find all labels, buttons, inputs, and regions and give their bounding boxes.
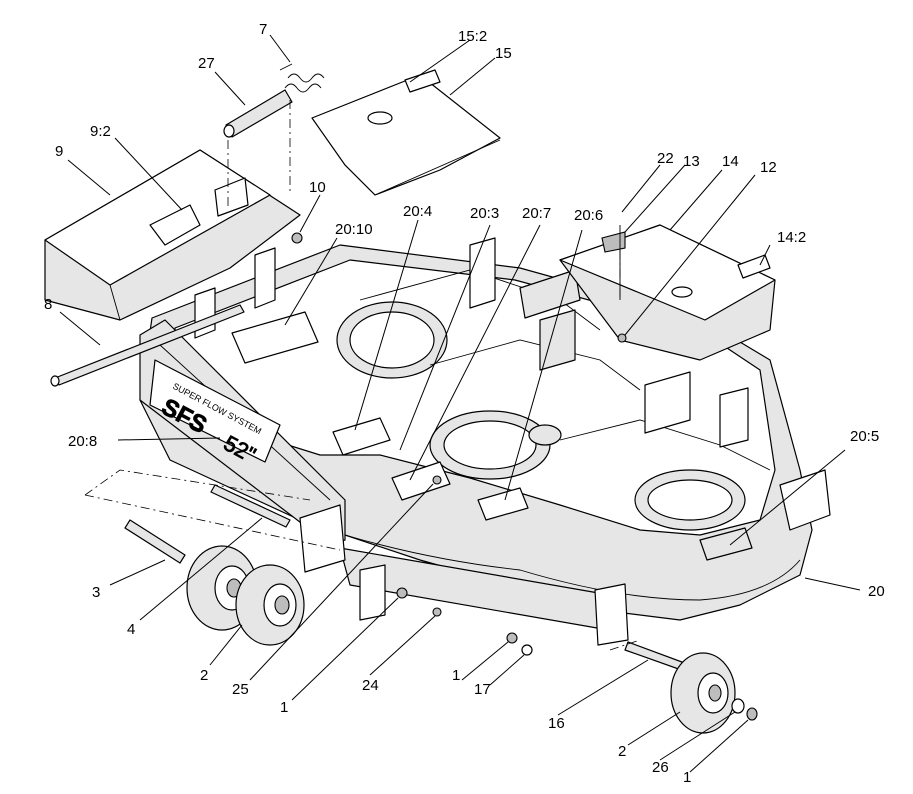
alignment-lines bbox=[84, 100, 641, 651]
callout-27: 27 bbox=[198, 55, 215, 72]
callout-8: 8 bbox=[44, 296, 52, 313]
nut-12 bbox=[617, 333, 627, 343]
nut-1-mid bbox=[506, 632, 518, 644]
shaft-8 bbox=[50, 304, 245, 387]
callout-20-8: 20:8 bbox=[68, 433, 97, 450]
callout-22: 22 bbox=[657, 150, 674, 167]
callout-14-2: 14:2 bbox=[777, 229, 806, 246]
callout-1-front: 1 bbox=[280, 699, 288, 716]
callout-4: 4 bbox=[127, 621, 135, 638]
callout-3: 3 bbox=[92, 584, 100, 601]
callout-20-7: 20:7 bbox=[522, 205, 551, 222]
nut-1-right bbox=[746, 707, 758, 721]
roller-shaft-4 bbox=[210, 484, 291, 528]
wheel-2-right bbox=[670, 652, 736, 734]
callout-17: 17 bbox=[474, 681, 491, 698]
callout-20: 20 bbox=[868, 583, 885, 600]
callout-20-5: 20:5 bbox=[850, 428, 879, 445]
callout-20-4: 20:4 bbox=[403, 203, 432, 220]
callout-15-2: 15:2 bbox=[458, 28, 487, 45]
callout-20-10: 20:10 bbox=[335, 221, 373, 238]
callout-13: 13 bbox=[683, 153, 700, 170]
discharge-chute-9 bbox=[44, 149, 301, 321]
callout-14: 14 bbox=[722, 153, 739, 170]
belt-cover-15 bbox=[311, 69, 501, 196]
callout-9-2: 9:2 bbox=[90, 123, 111, 140]
callout-20-3: 20:3 bbox=[470, 205, 499, 222]
callout-9: 9 bbox=[55, 143, 63, 160]
torsion-spring-7 bbox=[279, 63, 325, 93]
callout-1-mid: 1 bbox=[452, 667, 460, 684]
pivot-rod-27 bbox=[223, 89, 293, 138]
bolt-24 bbox=[432, 607, 442, 617]
callout-12: 12 bbox=[760, 159, 777, 176]
cover-latch-13 bbox=[601, 225, 626, 300]
callout-10: 10 bbox=[309, 179, 326, 196]
bolt-25 bbox=[432, 475, 442, 485]
callout-2-left: 2 bbox=[200, 667, 208, 684]
wheel-2-center bbox=[235, 564, 305, 646]
callout-16: 16 bbox=[548, 715, 565, 732]
spacer-26 bbox=[731, 698, 745, 714]
callout-24: 24 bbox=[362, 677, 379, 694]
callout-15: 15 bbox=[495, 45, 512, 62]
callout-7: 7 bbox=[259, 21, 267, 38]
callout-25: 25 bbox=[232, 681, 249, 698]
callout-26: 26 bbox=[652, 759, 669, 776]
nut-1-front bbox=[396, 587, 408, 599]
hardware bbox=[291, 232, 627, 656]
leader-lines bbox=[59, 34, 861, 773]
callout-1-right: 1 bbox=[683, 769, 691, 786]
nut-10 bbox=[291, 232, 303, 244]
roller-shaft-3 bbox=[124, 519, 186, 564]
callout-labels: 7 27 15:2 15 9:2 9 10 20:4 20:3 20:7 20:… bbox=[44, 21, 885, 786]
callout-2-right: 2 bbox=[618, 743, 626, 760]
callout-20-6: 20:6 bbox=[574, 207, 603, 224]
washer-17 bbox=[521, 644, 533, 656]
